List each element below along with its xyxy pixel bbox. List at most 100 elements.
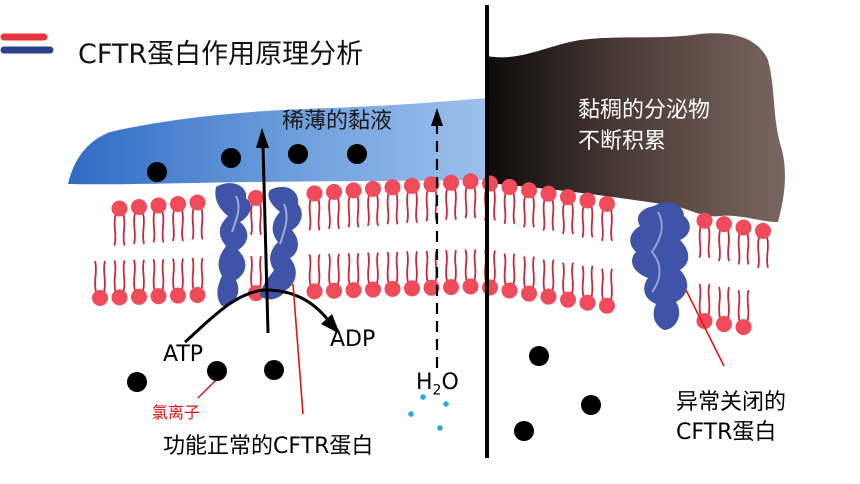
lipid-head xyxy=(150,288,167,305)
lipid-tail xyxy=(503,253,516,285)
lipid-head xyxy=(365,281,381,298)
lipid-tail xyxy=(698,283,711,316)
lipid-tail xyxy=(523,256,535,288)
lipid-head xyxy=(384,179,401,196)
lipid-head xyxy=(306,185,323,202)
atp-label: ATP xyxy=(163,342,204,367)
lipid-head xyxy=(384,280,401,297)
thin-mucus-layer xyxy=(68,98,487,185)
abnormal-cftr-line-1: 异常关闭的 xyxy=(676,390,787,415)
chloride-ion-dot-icon xyxy=(347,144,367,164)
lipid-tail xyxy=(113,214,126,246)
lipid-head xyxy=(365,180,381,197)
lipid-tail xyxy=(191,208,204,240)
lipid-head xyxy=(111,200,128,217)
lipid-head xyxy=(560,189,576,206)
lipid-tail xyxy=(172,258,184,290)
lipid-tail xyxy=(562,262,574,294)
lipid-tail xyxy=(718,229,730,262)
lipid-tail xyxy=(542,259,555,291)
lipid-tail xyxy=(562,202,574,235)
lipid-head xyxy=(170,287,186,304)
lipid-head xyxy=(150,197,167,214)
chloride-ion-dot-icon xyxy=(529,346,549,366)
water-molecules xyxy=(408,394,449,431)
lipid-head xyxy=(326,282,342,299)
water-molecule-dot-icon xyxy=(443,401,449,407)
lipid-head xyxy=(92,290,108,306)
lipid-tail xyxy=(113,260,126,292)
lipid-tail xyxy=(191,257,204,290)
lipid-tail xyxy=(737,233,750,265)
thick-secretion-line-1: 黏稠的分泌物 xyxy=(578,98,711,123)
lipid-head xyxy=(345,282,362,299)
lipid-tail xyxy=(464,187,477,219)
lipid-head xyxy=(131,288,147,305)
chloride-ion-dot-icon xyxy=(288,144,308,164)
lipid-head xyxy=(540,288,557,305)
lipid-head xyxy=(696,312,713,329)
lipid-tail xyxy=(445,249,457,282)
thick-secretion-label: 黏稠的分泌物 不断积累 xyxy=(578,95,710,157)
abnormal-cftr-protein xyxy=(630,202,690,330)
lipid-head xyxy=(579,294,596,311)
lipid-head xyxy=(716,316,732,333)
abnormal-cftr-pointer xyxy=(685,289,725,367)
chloride-ion-label: 氯离子 xyxy=(152,403,201,422)
lipid-head xyxy=(755,222,771,239)
lipid-tail xyxy=(133,212,145,245)
lipid-tail xyxy=(581,265,594,297)
abnormal-cftr-line-2: CFTR蛋白 xyxy=(676,420,777,445)
ion-flow-arrow xyxy=(256,128,270,334)
lipid-head xyxy=(189,286,206,303)
lipid-tail xyxy=(250,255,262,288)
chloride-ion-dot-icon xyxy=(127,372,147,392)
lipid-tail xyxy=(328,197,340,230)
lipid-head xyxy=(501,178,518,195)
lipid-tail xyxy=(386,251,399,284)
lipid-head xyxy=(404,280,420,297)
lipid-head xyxy=(423,176,440,193)
chloride-ions xyxy=(127,144,601,441)
lipid-head xyxy=(521,182,537,199)
lipid-tail xyxy=(347,196,360,228)
lipid-head xyxy=(735,219,752,236)
lipid-tail xyxy=(581,206,594,238)
lipid-tail xyxy=(347,252,360,285)
thick-secretion-line-2: 不断积累 xyxy=(578,129,667,154)
lipid-head xyxy=(131,198,147,215)
lipid-head xyxy=(423,279,440,296)
lipid-tail xyxy=(445,188,457,221)
lipid-head xyxy=(579,192,596,209)
lipid-tail xyxy=(367,194,379,227)
lipid-head xyxy=(716,216,732,233)
lipid-head xyxy=(170,195,186,212)
lipid-tail xyxy=(133,259,145,292)
chloride-ion-dot-icon xyxy=(514,421,534,441)
lipid-head xyxy=(345,182,362,199)
chloride-ion-dot-icon xyxy=(264,360,284,380)
lipid-head xyxy=(482,175,498,192)
lipid-head xyxy=(189,194,206,211)
lipid-head xyxy=(443,174,459,191)
water-molecule-dot-icon xyxy=(420,394,426,400)
title-accent-icon xyxy=(0,33,54,54)
lipid-tail xyxy=(406,251,418,283)
atp-to-adp-arrow xyxy=(184,288,340,344)
lipid-tail xyxy=(172,209,184,242)
lipid-head xyxy=(599,297,615,314)
lipid-head xyxy=(326,183,342,200)
lipid-tail xyxy=(718,286,730,319)
lipid-tail xyxy=(757,236,769,269)
water-label-o: O xyxy=(441,370,459,395)
abnormal-cftr-label: 异常关闭的 CFTR蛋白 xyxy=(676,388,786,448)
lipid-tail xyxy=(308,199,321,231)
lipid-head xyxy=(599,195,615,212)
lipid-head xyxy=(521,285,537,302)
chloride-ion-dot-icon xyxy=(147,162,167,182)
lipid-tail xyxy=(503,192,516,225)
normal-cftr-pointer xyxy=(292,283,304,415)
lipid-tail xyxy=(152,258,165,291)
lipid-tail xyxy=(94,260,106,293)
